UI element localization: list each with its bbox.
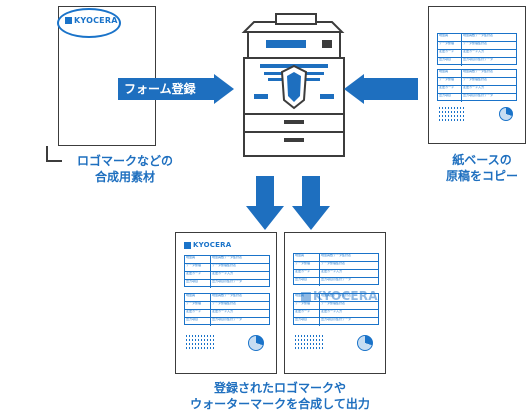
pie-chart-icon <box>248 335 264 351</box>
kyocera-logo: KYOCERA <box>65 16 118 25</box>
document-table-bottom: 現会員現会員数データ集計表 データ整理データ整理集計表 変更カード変更カード入力… <box>184 293 270 326</box>
form-register-label: フォーム登録 <box>124 82 196 96</box>
kyocera-watermark: KYOCERA <box>301 289 378 303</box>
right-caption: 紙ベースの 原稿をコピー <box>445 153 518 183</box>
output-arrows <box>244 176 334 236</box>
kyocera-logo: KYOCERA <box>184 241 231 249</box>
left-arrow-shape <box>344 74 418 104</box>
logo-highlight-ellipse <box>57 8 121 38</box>
copy-in-arrow <box>344 74 418 108</box>
document-text-lines <box>295 335 323 351</box>
document-text-lines <box>186 335 214 351</box>
document-table-top: 現会員現会員数データ集計表 データ整理データ整理集計表 変更カード変更カード入力… <box>293 253 379 286</box>
paper-original-sheet: 現会員現会員数データ集計表 データ整理データ整理集計表 変更カード変更カード入力… <box>428 6 526 144</box>
bottom-caption: 登録されたロゴマークや ウォーターマークを合成して出力 <box>190 381 370 411</box>
logo-material-sheet: KYOCERA <box>57 6 156 146</box>
output-sheet-logo: KYOCERA 現会員現会員数データ集計表 データ整理データ整理集計表 変更カー… <box>175 232 277 374</box>
printer-icon <box>241 13 345 157</box>
document-table-bottom: 現会員現会員数データ集計表 データ整理データ整理集計表 変更カード変更カード入力… <box>437 69 517 102</box>
document-table-top: 現会員現会員数データ集計表 データ整理データ整理集計表 変更カード変更カード入力… <box>437 33 517 66</box>
document-table-top: 現会員現会員数データ集計表 データ整理データ整理集計表 変更カード変更カード入力… <box>184 255 270 288</box>
multifunction-printer <box>240 10 348 164</box>
pie-chart-icon <box>499 107 513 121</box>
form-register-arrow <box>118 74 236 108</box>
document-table-bottom: 現会員現会員数データ集計表 データ整理データ整理集計表 変更カード変更カード入力… <box>293 293 379 326</box>
left-bracket-line <box>46 146 62 162</box>
right-arrow-shape <box>118 74 234 104</box>
pie-chart-icon <box>357 335 373 351</box>
output-sheet-watermark: 現会員現会員数データ集計表 データ整理データ整理集計表 変更カード変更カード入力… <box>284 232 386 374</box>
document-text-lines <box>439 107 465 123</box>
left-caption: ロゴマークなどの 合成用素材 <box>76 154 173 184</box>
down-arrows-shape <box>246 176 330 230</box>
